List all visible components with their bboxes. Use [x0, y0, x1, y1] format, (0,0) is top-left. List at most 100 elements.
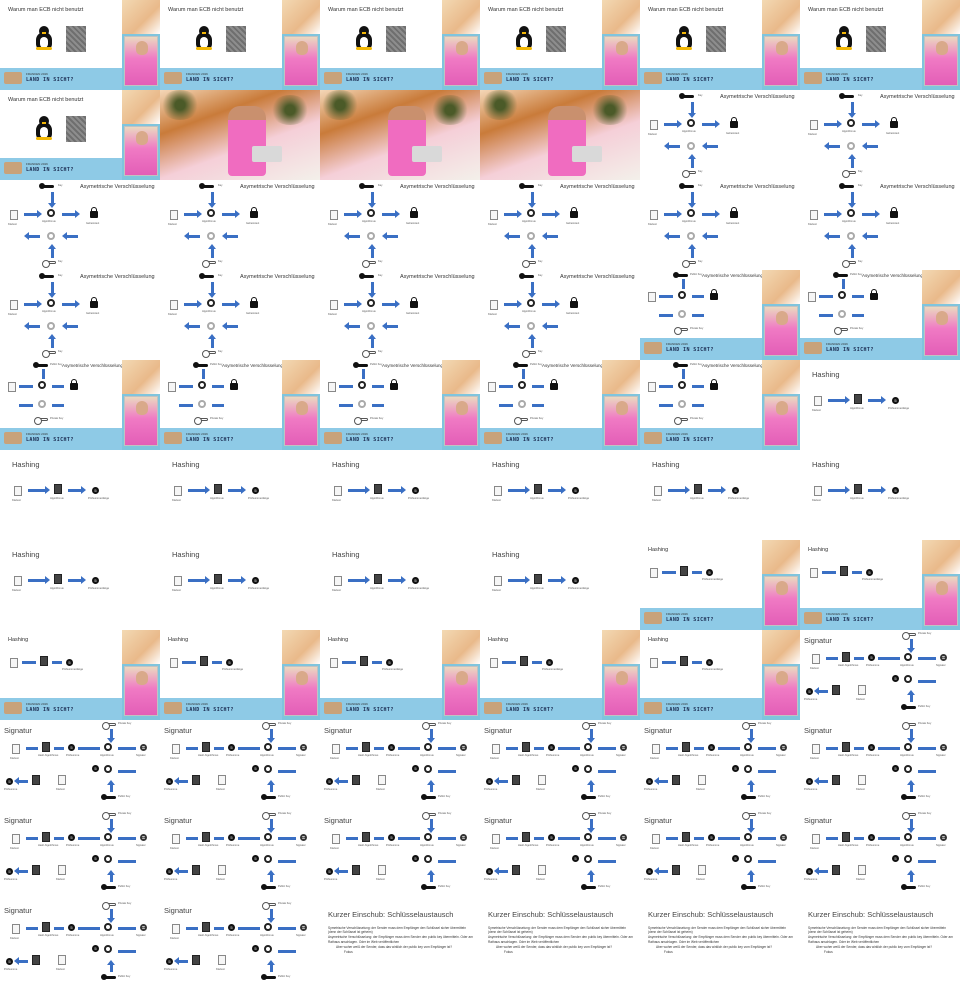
slide-asymmetric-with-speaker[interactable]: Asymetrische Verschlüsselung Public Key …	[160, 360, 320, 450]
checksum-label: Prüfsumme	[546, 754, 560, 757]
slide-asymmetric-with-speaker[interactable]: Asymetrische Verschlüsselung Public Key …	[480, 360, 640, 450]
slide-ecb[interactable]: Warum man ECB nicht benutzt FRANKEN 2016…	[480, 0, 640, 90]
key-icon	[261, 974, 276, 980]
key-icon	[101, 974, 116, 980]
slide-asymmetric-with-speaker[interactable]: Asymetrische Verschlüsselung Public Key …	[640, 270, 800, 360]
slide-hashing[interactable]: Hashing Klartext Algorithmus 5 Prüfsumme…	[0, 540, 160, 630]
checksum-icon: 5	[92, 765, 99, 772]
slide-signature[interactable]: Signatur Private Key Klartext Hash Algor…	[640, 810, 800, 900]
slide-ecb[interactable]: Warum man ECB nicht benutzt FRANKEN 2016…	[320, 0, 480, 90]
slide-ecb[interactable]: Warum man ECB nicht benutzt FRANKEN 2016…	[640, 0, 800, 90]
lock-icon	[390, 379, 398, 390]
slide-asymmetric[interactable]: Asymetrische Verschlüsselung Key Klartex…	[640, 90, 800, 180]
banner-title: LAND IN SICHT?	[826, 617, 874, 623]
slide-hashing[interactable]: Hashing Klartext Algorithmus 5 Prüfsumme…	[160, 540, 320, 630]
slide-hashing[interactable]: Hashing Klartext Algorithmus 5 Prüfsumme…	[0, 450, 160, 540]
hash-algorithm-icon	[832, 865, 840, 875]
slide-title: Kurzer Einschub: Schlüsselaustausch	[488, 910, 614, 919]
slide-signature[interactable]: Signatur Private Key Klartext Hash Algor…	[640, 720, 800, 810]
slide-hashing[interactable]: Hashing Klartext Algorithmus 5 Prüfsumme…	[480, 540, 640, 630]
slide-hashing[interactable]: Hashing Klartext Algorithmus 5 Prüfsumme…	[160, 450, 320, 540]
slide-signature[interactable]: Signatur Private Key Klartext Hash Algor…	[0, 900, 160, 990]
slide-asymmetric[interactable]: Asymetrische Verschlüsselung Key Klartex…	[320, 180, 480, 270]
slide-signature[interactable]: Signatur Private Key Klartext Hash Algor…	[160, 900, 320, 990]
tux-penguin-icon	[834, 26, 854, 50]
slide-hashing[interactable]: Hashing Klartext Algorithmus 5 Prüfsumme…	[480, 450, 640, 540]
plaintext-document-icon	[170, 658, 178, 668]
slide-asymmetric[interactable]: Asymetrische Verschlüsselung Key Klartex…	[480, 270, 640, 360]
slide-asymmetric[interactable]: Asymetrische Verschlüsselung Key Klartex…	[800, 90, 960, 180]
slide-asymmetric-with-speaker[interactable]: Asymetrische Verschlüsselung Public Key …	[0, 360, 160, 450]
slide-signature[interactable]: Signatur Private Key Klartext Hash Algor…	[800, 630, 960, 720]
slide-signature[interactable]: Signatur Private Key Klartext Hash Algor…	[160, 720, 320, 810]
slide-signature[interactable]: Signatur Private Key Klartext Hash Algor…	[480, 720, 640, 810]
speaker-fullscreen[interactable]	[480, 90, 640, 180]
slide-signature[interactable]: Signatur Private Key Klartext Hash Algor…	[800, 720, 960, 810]
banner-subtitle: FRANKEN 2016	[826, 342, 848, 346]
slide-signature[interactable]: Signatur Private Key Klartext Hash Algor…	[0, 720, 160, 810]
slide-hashing[interactable]: Hashing Klartext Algorithmus 5 Prüfsumme…	[320, 540, 480, 630]
gear-icon	[904, 833, 912, 841]
key-label: Public Key	[598, 795, 611, 798]
slide-signature[interactable]: Signatur Private Key Klartext Hash Algor…	[160, 810, 320, 900]
slide-key-exchange[interactable]: Kurzer Einschub: Schlüsselaustausch Syme…	[800, 900, 960, 990]
slide-asymmetric[interactable]: Asymetrische Verschlüsselung Key Klartex…	[0, 180, 160, 270]
checksum-icon: 5	[708, 744, 715, 751]
key-icon	[202, 350, 216, 358]
slide-key-exchange[interactable]: Kurzer Einschub: Schlüsselaustausch Syme…	[480, 900, 640, 990]
checksum-icon: 5	[892, 487, 899, 494]
gear-icon	[367, 299, 375, 307]
slide-asymmetric[interactable]: Asymetrische Verschlüsselung Key Klartex…	[160, 270, 320, 360]
slide-title: Hashing	[332, 550, 360, 559]
slide-asymmetric-with-speaker[interactable]: Asymetrische Verschlüsselung Public Key …	[320, 360, 480, 450]
speaker-fullscreen[interactable]	[320, 90, 480, 180]
slide-hashing[interactable]: Hashing Klartext Algorithmus 5 Prüfsumme…	[320, 450, 480, 540]
slide-signature[interactable]: Signatur Private Key Klartext Hash Algor…	[320, 810, 480, 900]
slide-ecb[interactable]: Warum man ECB nicht benutzt FRANKEN 2016…	[0, 0, 160, 90]
slide-ecb[interactable]: Warum man ECB nicht benutzt FRANKEN 2016…	[0, 90, 160, 180]
slide-key-exchange[interactable]: Kurzer Einschub: Schlüsselaustausch Syme…	[640, 900, 800, 990]
slide-signature[interactable]: Signatur Private Key Klartext Hash Algor…	[480, 810, 640, 900]
slide-title: Asymetrische Verschlüsselung	[240, 184, 315, 190]
slide-asymmetric[interactable]: Asymetrische Verschlüsselung Key Klartex…	[480, 180, 640, 270]
slide-signature[interactable]: Signatur Private Key Klartext Hash Algor…	[800, 810, 960, 900]
slide-hashing[interactable]: Hashing Klartext Algorithmus 5 Prüfsumme…	[640, 450, 800, 540]
slide-ecb[interactable]: Warum man ECB nicht benutzt FRANKEN 2016…	[160, 0, 320, 90]
ciphertext-label: Geheimtext	[726, 222, 740, 225]
slide-title: Signatur	[804, 726, 832, 735]
slide-hashing[interactable]: Hashing Klartext Algorithmus 5 Prüfsumme…	[800, 450, 960, 540]
key-icon	[839, 93, 854, 99]
key-icon	[673, 362, 688, 368]
ecb-encrypted-image	[546, 26, 566, 52]
slide-signature[interactable]: Signatur Private Key Klartext Hash Algor…	[320, 720, 480, 810]
bullet-item: Aber woher weiß der Sender, dass das wir…	[656, 944, 773, 949]
slide-asymmetric-with-speaker[interactable]: Asymetrische Verschlüsselung Public Key …	[640, 360, 800, 450]
lock-icon	[870, 289, 878, 300]
gear-icon	[687, 232, 695, 240]
speaker-video	[284, 36, 318, 86]
slide-asymmetric[interactable]: Asymetrische Verschlüsselung Key Klartex…	[640, 180, 800, 270]
slide-asymmetric[interactable]: Asymetrische Verschlüsselung Key Klartex…	[160, 180, 320, 270]
arrow-down	[371, 192, 374, 204]
slide-hashing[interactable]: Hashing Klartext Algorithmus 5 Prüfsumme…	[800, 360, 960, 450]
slide-asymmetric[interactable]: Asymetrische Verschlüsselung Key Klartex…	[800, 180, 960, 270]
speaker-fullscreen[interactable]	[160, 90, 320, 180]
key-label: Key	[698, 260, 703, 263]
slide-ecb[interactable]: Warum man ECB nicht benutzt FRANKEN 2016…	[800, 0, 960, 90]
slide-asymmetric[interactable]: Asymetrische Verschlüsselung Key Klartex…	[320, 270, 480, 360]
speaker-video	[604, 396, 638, 446]
ecb-encrypted-image	[386, 26, 406, 52]
plaintext-document-icon	[652, 744, 660, 754]
slide-asymmetric-with-speaker[interactable]: Asymetrische Verschlüsselung Public Key …	[800, 270, 960, 360]
slide-asymmetric[interactable]: Asymetrische Verschlüsselung Key Klartex…	[0, 270, 160, 360]
tux-penguin-icon	[354, 26, 374, 50]
slide-signature[interactable]: Signatur Private Key Klartext Hash Algor…	[0, 810, 160, 900]
slide-key-exchange[interactable]: Kurzer Einschub: Schlüsselaustausch Syme…	[320, 900, 480, 990]
